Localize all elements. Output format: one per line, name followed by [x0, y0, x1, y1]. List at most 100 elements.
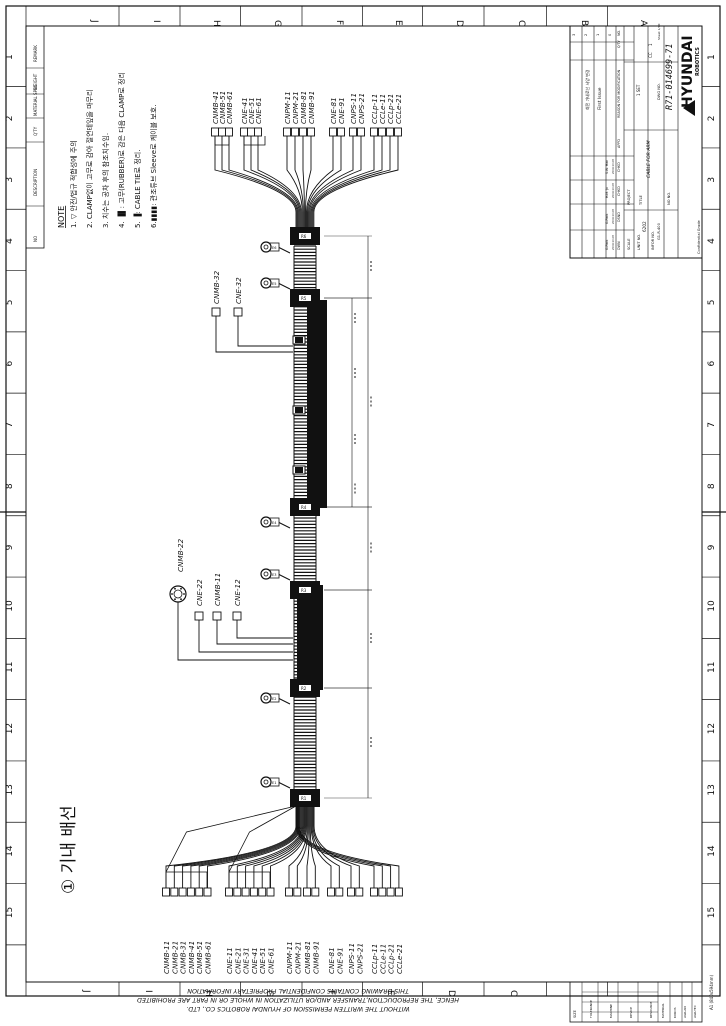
connector-icon — [311, 887, 320, 897]
connector-label: CCLe-11 — [378, 944, 387, 974]
row-letter-top: E — [393, 20, 403, 26]
connector-label: CNPS-11 — [349, 93, 358, 124]
connector-label: CNMB-31 — [179, 941, 188, 974]
connector-label: CNMB-41 — [187, 941, 196, 974]
row-letter-top: I — [151, 20, 161, 23]
connector-label: CNMB-91 — [311, 941, 320, 974]
column-number-right: 10 — [707, 600, 717, 612]
clamp-tag: R5 — [301, 296, 307, 301]
connector-icon — [249, 887, 258, 897]
connector-label: CNE-11 — [225, 947, 234, 974]
connector-label: CCLp-11 — [370, 94, 379, 124]
note-item: 5. ▐: CABLE TIE로 정리. — [133, 150, 142, 228]
connector-label: CNPS-21 — [357, 93, 366, 124]
cc-value: 1 — [648, 43, 653, 46]
row-letter-top: A — [638, 20, 648, 27]
column-number-right: 4 — [707, 238, 717, 244]
connector-icon — [299, 127, 307, 137]
section-title: ① 기내 배선 — [59, 805, 79, 894]
connector-icon — [218, 127, 226, 137]
column-number-left: 12 — [5, 723, 15, 734]
notes-heading: NOTE — [57, 206, 66, 228]
disclaimer: THIS DRAWING CONTAINS CONFIDENTIAL PROPR… — [137, 987, 459, 1012]
connector-icon — [178, 887, 187, 897]
company-sub: ROBOTICS — [695, 47, 701, 76]
connector-icon — [386, 887, 395, 897]
connector-icon — [349, 127, 357, 137]
connector-icon — [329, 127, 337, 137]
connector-label: CCLp-21 — [386, 94, 395, 124]
row-letter-bottom: G — [264, 990, 274, 997]
connector-label: CNMB-61 — [225, 91, 234, 124]
connector-label: CNE-31 — [242, 947, 251, 974]
cc-label: CC — [648, 52, 653, 58]
connector-icon — [394, 127, 402, 137]
connector-icon — [254, 127, 262, 137]
clamp-tag: R4 — [301, 505, 307, 510]
row-letter-bottom: H — [203, 990, 213, 997]
connector-icon — [370, 127, 378, 137]
connector-label: CNE-81 — [329, 97, 338, 124]
connector-label: CNMB-91 — [307, 91, 316, 124]
connector-icon — [327, 887, 335, 897]
clamp-tag: R6 — [301, 234, 307, 239]
connector-icon — [162, 887, 170, 897]
unit-value: 6202 — [642, 221, 647, 232]
connector-icon — [170, 887, 179, 897]
connector-icon — [370, 887, 378, 897]
connector-label: CNE-41 — [240, 97, 249, 124]
strip-label: AGR-AN — [683, 1006, 687, 1018]
connector-icon — [241, 887, 250, 897]
connector-label: CCLp-21 — [387, 944, 396, 974]
connector-icon — [303, 887, 311, 897]
col-head: NO. — [617, 30, 621, 36]
connector-icon — [195, 887, 204, 897]
note-item: 4. ▐▌: 고무(RUBBER)로 감은 다음 CLAMP로 정리 — [117, 72, 126, 228]
company-logo: HYUNDAI — [680, 35, 696, 108]
ring-tag: E1 — [272, 781, 276, 785]
connector-icon — [247, 127, 255, 137]
connector-label: CNMB-21 — [170, 941, 179, 974]
col-head: CHKD — [617, 162, 621, 172]
qty-value: 1 SET — [636, 84, 641, 96]
connector-label: CNPM-11 — [285, 941, 294, 974]
dimension-lines — [324, 235, 372, 799]
revision-mark: 0 — [608, 33, 612, 36]
branch-label: CNMB-22 — [176, 538, 185, 572]
connector-label: CNPM-11 — [283, 91, 292, 124]
revision-reason: 회전 가네로선 사양 변경 — [584, 69, 590, 110]
row-letter-top: J — [89, 19, 99, 23]
column-number-right: 11 — [707, 662, 717, 673]
connector-icon — [394, 887, 403, 897]
inner-border — [25, 25, 703, 983]
dwg-no-label: DWG NO. — [657, 83, 661, 100]
connector-icon — [233, 307, 243, 317]
row-letter-top: H — [211, 20, 221, 27]
row-letter-bottom: D — [446, 990, 456, 997]
column-number-left: 14 — [5, 845, 15, 857]
header-cell: WEIGHT — [33, 73, 38, 90]
title-block: 회전 가네로선 사양 변경 First Issue 3 2 1 0 DWN DS… — [569, 24, 703, 259]
no-label: NO NO. — [667, 192, 671, 205]
column-number-right: 1 — [707, 54, 717, 60]
connector-icon — [266, 887, 275, 897]
connector-label: CCLe-11 — [378, 94, 387, 124]
connector-icon — [335, 887, 344, 897]
ring-tag: E4 — [272, 521, 277, 525]
sign-date: 2009.10.08 — [611, 159, 615, 174]
connector-label: CNE-21 — [233, 947, 242, 974]
connector-icon — [355, 887, 364, 897]
connector-icon — [203, 887, 212, 897]
branch-label: CNE-32 — [234, 277, 243, 304]
connector-icon — [283, 127, 291, 137]
strip-label: AGR-TEC — [693, 1005, 697, 1018]
ring-tag: E3 — [272, 573, 276, 577]
header-cell: Q'TY — [33, 126, 38, 136]
column-number-left: 13 — [5, 784, 15, 795]
connector-label: CNE-91 — [337, 97, 346, 124]
connector-icon — [293, 887, 302, 897]
note-item: 6.▮▮▮▮: 관조튜브 Sleeve로 케이블 보호. — [149, 105, 158, 228]
row-letter-top: C — [516, 20, 526, 26]
